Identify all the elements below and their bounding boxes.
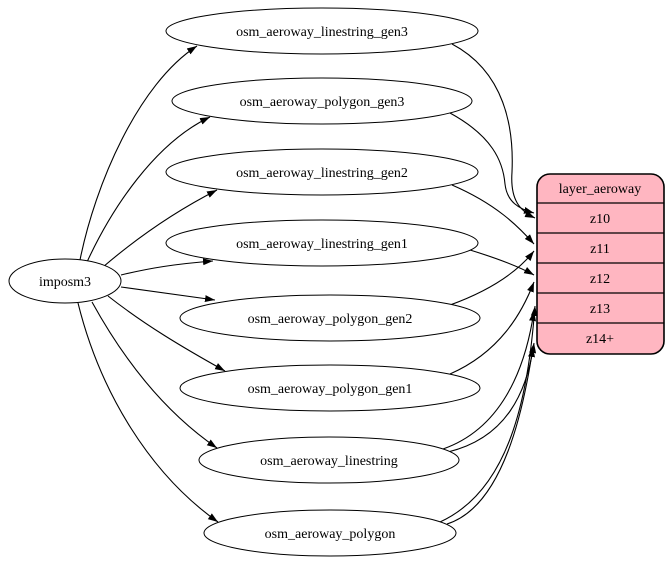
edge-imposm3-to-linestring-gen3 (79, 45, 198, 261)
layer-record-row-z13: z13 (590, 302, 610, 317)
table-ellipse (171, 77, 473, 125)
node-osm-aeroway-linestring-gen3: osm_aeroway_linestring_gen3 (165, 7, 479, 55)
edge-imposm3-to-polygon-gen1 (107, 295, 226, 372)
edge-imposm3-to-linestring (91, 301, 218, 449)
edge-imposm3-to-linestring-gen1 (120, 258, 214, 276)
table-label: osm_aeroway_linestring (260, 454, 398, 469)
edge-imposm3-to-linestring-gen2 (102, 189, 218, 268)
layer-record-row-z11: z11 (590, 242, 610, 257)
edge-imposm3-to-polygon-gen2 (120, 286, 216, 303)
node-osm-aeroway-linestring-gen2: osm_aeroway_linestring_gen2 (165, 148, 479, 196)
node-osm-aeroway-polygon: osm_aeroway_polygon (203, 509, 457, 557)
edge-linestring-gen3-to-z10 (451, 43, 536, 219)
table-label: osm_aeroway_linestring_gen2 (236, 166, 408, 181)
node-osm-aeroway-linestring: osm_aeroway_linestring (198, 436, 460, 484)
edge-polygon-to-z14 (446, 346, 535, 525)
edge-layer (77, 43, 538, 525)
edge-linestring-gen1-to-z12 (469, 249, 535, 276)
table-label: osm_aeroway_linestring_gen1 (236, 237, 408, 252)
edge-polygon-gen1-to-z12 (449, 281, 535, 375)
edge-imposm3-to-polygon-gen3 (86, 116, 211, 263)
layer-record-body (536, 173, 665, 355)
table-label: osm_aeroway_polygon_gen3 (240, 95, 405, 110)
layer-record-row-z14plus: z14+ (586, 332, 614, 347)
node-osm-aeroway-linestring-gen1: osm_aeroway_linestring_gen1 (165, 219, 479, 267)
edge-linestring-gen2-to-z11 (451, 184, 535, 245)
table-ellipse (165, 219, 479, 267)
imposm3-label: imposm3 (39, 275, 91, 290)
table-label: osm_aeroway_polygon (265, 527, 396, 542)
imposm3-ellipse (8, 258, 122, 304)
table-ellipse (198, 436, 460, 484)
table-label: osm_aeroway_polygon_gen1 (248, 382, 413, 397)
node-imposm3: imposm3 (8, 258, 122, 304)
edge-imposm3-to-polygon (77, 302, 219, 523)
table-ellipse (203, 509, 457, 557)
node-layer-aeroway: layer_aeroway z10 z11 z12 z13 z14+ (536, 173, 665, 355)
table-ellipse (179, 294, 481, 342)
layer-record-row-z12: z12 (590, 272, 610, 287)
table-ellipse (165, 7, 479, 55)
edge-linestring-to-z13 (442, 310, 537, 450)
table-label: osm_aeroway_polygon_gen2 (248, 312, 413, 327)
node-osm-aeroway-polygon-gen2: osm_aeroway_polygon_gen2 (179, 294, 481, 342)
table-ellipse (179, 364, 481, 412)
node-osm-aeroway-polygon-gen3: osm_aeroway_polygon_gen3 (171, 77, 473, 125)
table-ellipse (165, 148, 479, 196)
table-label: osm_aeroway_linestring_gen3 (236, 25, 408, 40)
edge-polygon-to-z13 (439, 305, 538, 523)
edge-polygon-gen2-to-z11 (449, 250, 535, 306)
node-osm-aeroway-polygon-gen1: osm_aeroway_polygon_gen1 (179, 364, 481, 412)
layer-record-row-z10: z10 (590, 212, 610, 227)
layer-record-title: layer_aeroway (559, 182, 641, 197)
edge-polygon-gen3-to-z10 (449, 112, 535, 214)
